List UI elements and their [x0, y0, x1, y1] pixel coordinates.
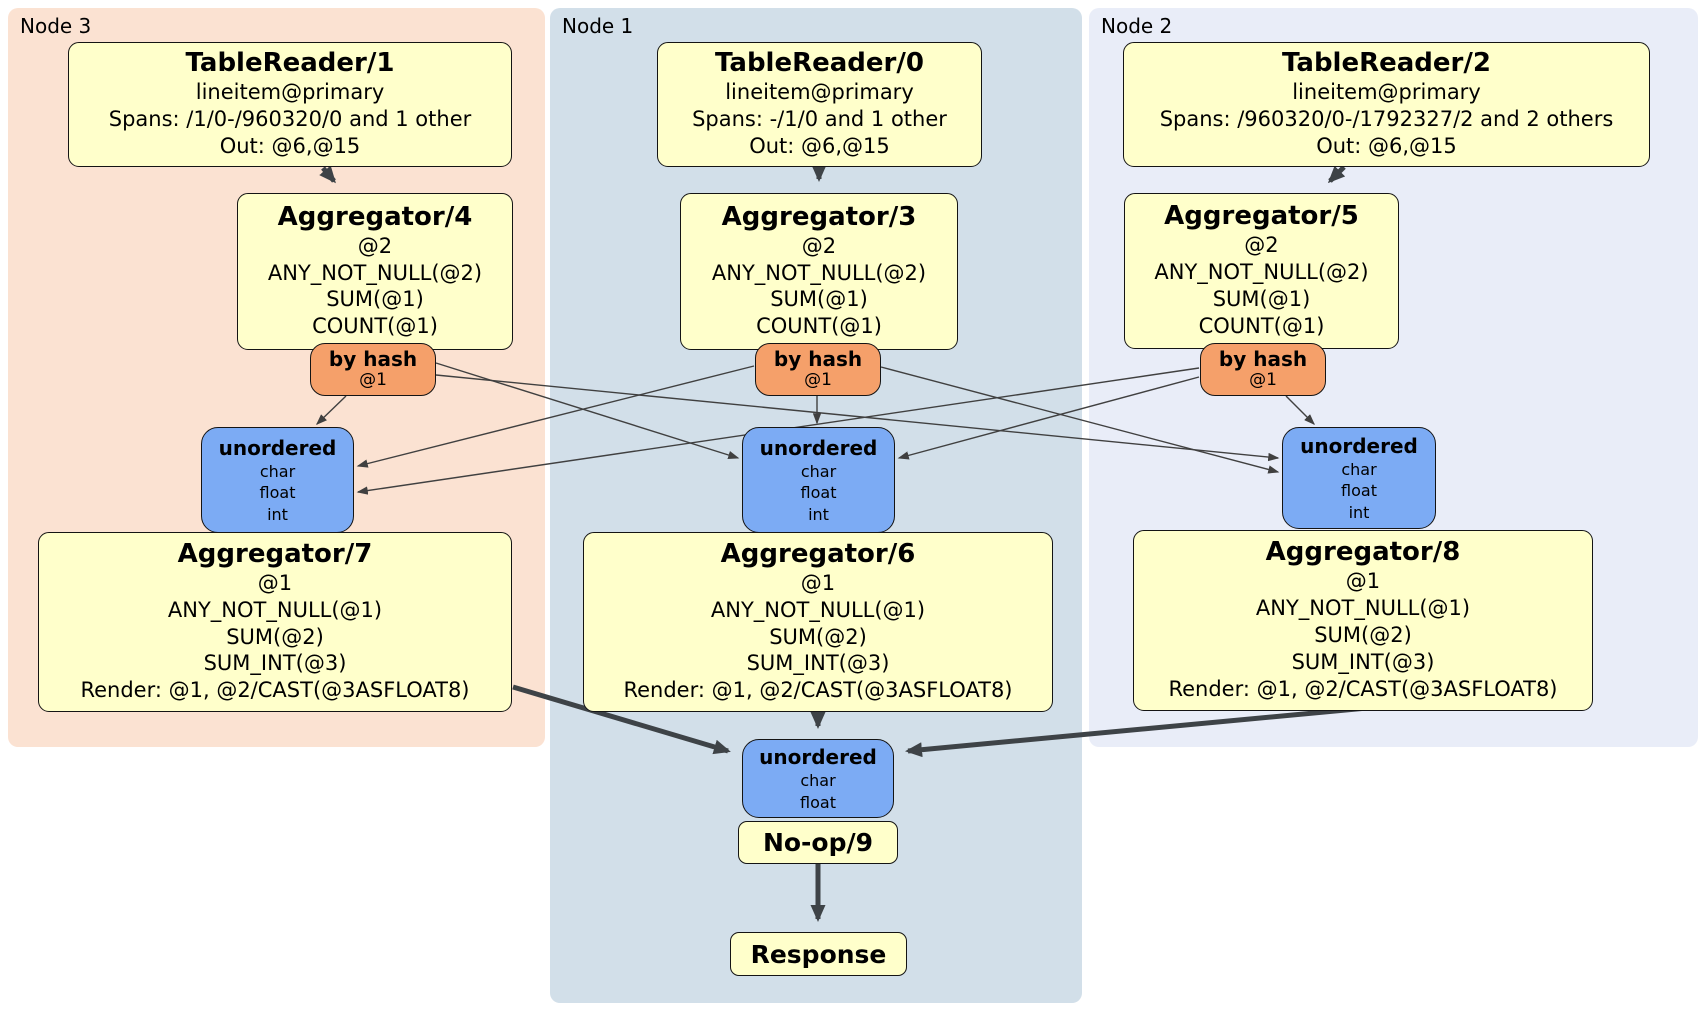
sync-title: unordered	[759, 745, 877, 770]
hash-router-node3: by hash @1	[310, 343, 436, 396]
processor-title: TableReader/1	[185, 48, 395, 79]
response-title: Response	[750, 939, 887, 969]
processor-title: TableReader/2	[1282, 48, 1491, 79]
sync-title: unordered	[759, 436, 878, 461]
hash-router-node2: by hash @1	[1200, 343, 1326, 396]
edge-tr1-agg4	[319, 165, 336, 184]
response-box: Response	[730, 932, 907, 976]
router-key: @1	[1249, 370, 1277, 391]
processor-title: Aggregator/5	[1164, 201, 1359, 232]
node-panel-2-label: Node 2	[1101, 14, 1173, 38]
edge-tr2-agg5	[1327, 165, 1346, 184]
edge-agg7-syncfinal	[512, 684, 731, 755]
processor-noop-9: No-op/9	[738, 821, 898, 864]
edge-hash2-sync2	[1285, 395, 1315, 425]
node-panel-1-label: Node 1	[562, 14, 634, 38]
edge-hash3-sync3	[315, 395, 347, 425]
processor-title: Aggregator/4	[277, 201, 473, 232]
router-title: by hash	[1218, 347, 1308, 372]
router-title: by hash	[773, 347, 863, 372]
router-title: by hash	[328, 347, 418, 372]
processor-title: No-op/9	[762, 828, 874, 857]
edge-hash2-sync1	[897, 376, 1200, 460]
processor-title: Aggregator/7	[177, 538, 373, 569]
router-key: @1	[359, 370, 387, 391]
processor-title: Aggregator/8	[1265, 537, 1461, 568]
node-panel-3-label: Node 3	[20, 14, 92, 38]
processor-title: TableReader/0	[715, 48, 924, 79]
hash-router-node1: by hash @1	[755, 343, 881, 396]
router-key: @1	[804, 370, 832, 391]
processor-title: Aggregator/6	[720, 538, 916, 569]
edge-hash3-sync2	[435, 374, 1280, 462]
processor-title: Aggregator/3	[721, 201, 917, 232]
edge-hash1-sync3	[356, 365, 755, 468]
sync-title: unordered	[1300, 434, 1418, 459]
sync-title: unordered	[218, 436, 337, 461]
edge-hash3-sync1	[435, 362, 740, 460]
edge-hash1-sync2	[880, 366, 1280, 474]
